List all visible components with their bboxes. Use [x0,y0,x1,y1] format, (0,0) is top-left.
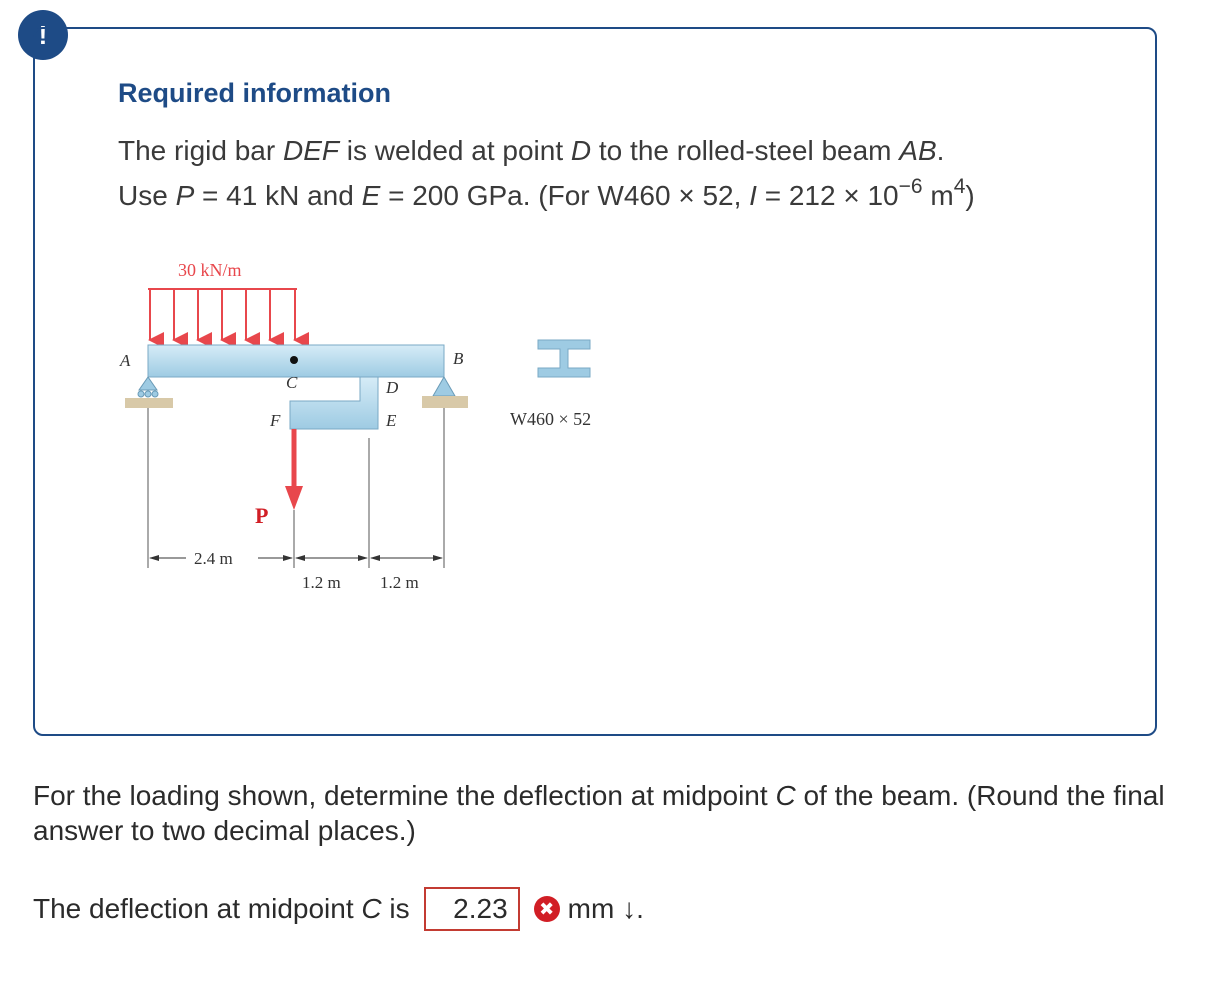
answer-prefix: The deflection at midpoint C is [33,893,410,924]
support-b [422,376,468,408]
beam-diagram: 30 kN/m A B C D E F P 2.4 m [119,260,591,592]
problem-statement-line-1: The rigid bar DEF is welded at point D t… [118,135,945,166]
problem-statement-line-2: Use P = 41 kN and E = 200 GPa. (For W460… [118,174,975,211]
info-title: Required information [118,78,392,108]
required-information-box [33,27,1157,736]
i-beam-section-icon [537,339,591,378]
label-a: A [119,351,131,370]
midpoint-c-dot [290,356,298,364]
incorrect-x-icon: ✖ [533,896,560,922]
question-text: For the loading shown, determine the def… [33,780,1165,846]
deflection-answer-input[interactable]: 2.23 [423,887,520,931]
load-label: 30 kN/m [178,260,242,280]
label-c: C [286,373,298,392]
label-d: D [385,378,399,397]
support-a [125,376,173,408]
dim-2-4m: 2.4 m [194,549,233,568]
dim-1-2m-second: 1.2 m [380,573,419,592]
label-f: F [269,411,281,430]
distributed-load-arrows [148,289,309,348]
beam-ab [147,344,445,378]
section-label: W460 × 52 [510,409,591,429]
label-b: B [453,349,464,368]
dim-1-2m-first: 1.2 m [302,573,341,592]
answer-unit: mm ↓. [567,893,644,924]
rigid-bar-def [289,376,379,430]
label-e: E [385,411,397,430]
label-p: P [255,503,268,528]
answer-row: The deflection at midpoint C is 2.23 ✖ m… [33,885,644,933]
